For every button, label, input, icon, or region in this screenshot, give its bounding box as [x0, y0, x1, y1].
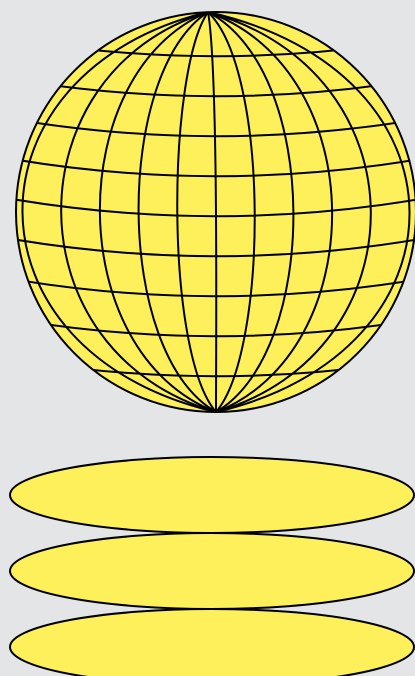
stacked-discs [10, 457, 414, 676]
disc-2 [10, 533, 414, 609]
wireframe-globe [6, 12, 415, 412]
disc-3 [10, 609, 414, 676]
disc-1 [10, 457, 414, 533]
